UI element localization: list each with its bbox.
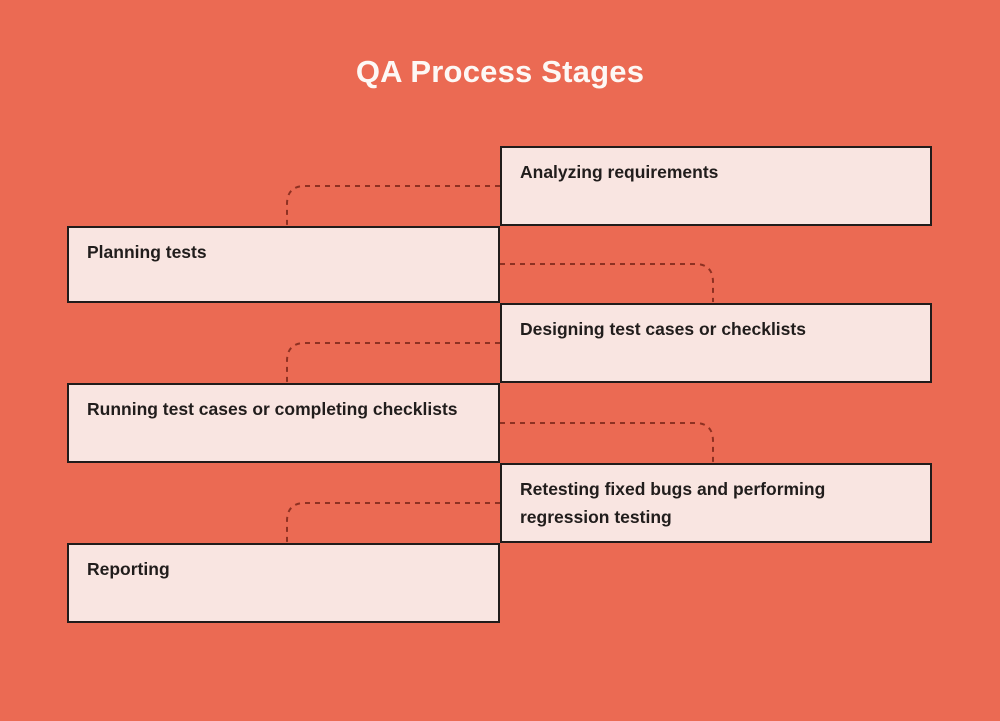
connector-1-analyzing-to-planning: [286, 185, 500, 225]
connector-5-retesting-to-reporting: [286, 502, 500, 542]
stage-label: Designing test cases or checklists: [520, 319, 806, 339]
stage-label: Analyzing requirements: [520, 162, 719, 182]
stage-label: Reporting: [87, 559, 170, 579]
stage-label: Running test cases or completing checkli…: [87, 399, 458, 419]
stage-box-reporting: Reporting: [67, 543, 500, 623]
stage-box-running-test-cases: Running test cases or completing checkli…: [67, 383, 500, 463]
connector-4-running-to-retesting: [500, 422, 714, 462]
stage-label: Retesting fixed bugs and performing regr…: [520, 479, 826, 528]
stage-box-retesting-fixed-bugs: Retesting fixed bugs and performing regr…: [500, 463, 932, 543]
stage-box-analyzing-requirements: Analyzing requirements: [500, 146, 932, 226]
stage-box-planning-tests: Planning tests: [67, 226, 500, 303]
page-title: QA Process Stages: [355, 54, 645, 89]
connector-2-planning-to-designing: [500, 263, 714, 302]
stage-label: Planning tests: [87, 242, 207, 262]
connector-3-designing-to-running: [286, 342, 500, 382]
stage-box-designing-test-cases: Designing test cases or checklists: [500, 303, 932, 383]
